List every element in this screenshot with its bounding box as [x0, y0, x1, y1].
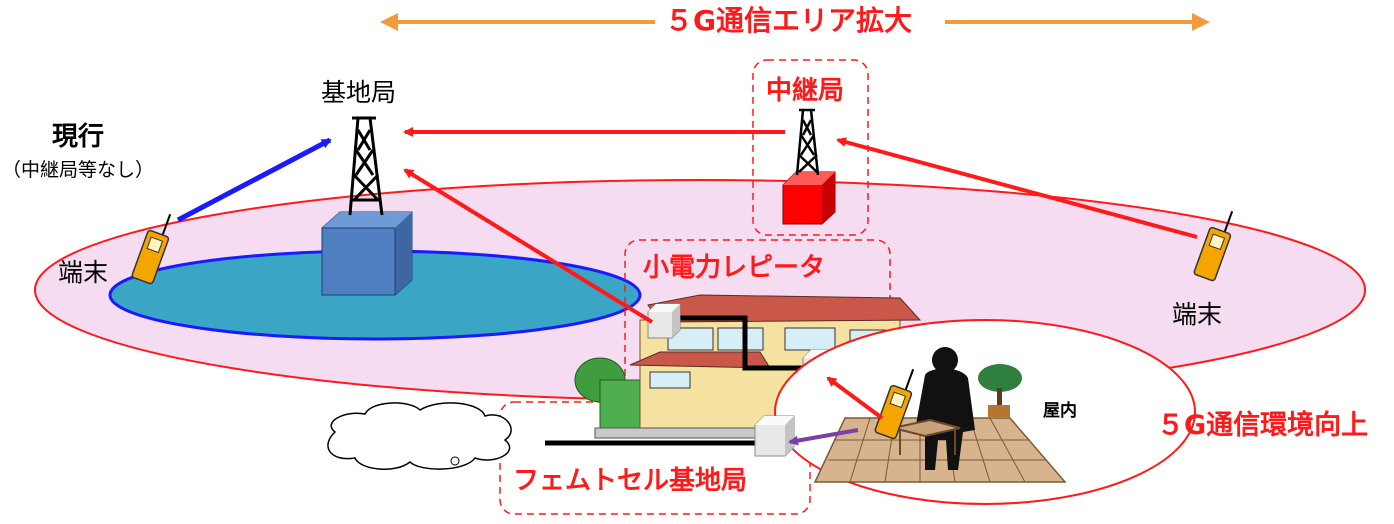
- improvement-label: ５G通信環境向上: [1157, 410, 1369, 441]
- femtocell-cube: [754, 415, 795, 457]
- femtocell-label: フェムトセル基地局: [513, 466, 748, 496]
- expansion-label: ５G通信エリア拡大: [665, 4, 912, 37]
- expansion-arrow: [380, 13, 1210, 31]
- repeater-outdoor-cube: [647, 303, 681, 339]
- relay-station-label: 中継局: [766, 76, 845, 106]
- base-station-tower-icon: [348, 116, 384, 216]
- repeater-cable: [675, 315, 815, 371]
- signal-arrow-indoor-to-femtocell: [788, 428, 859, 446]
- indoor-label: 屋内: [1043, 401, 1077, 421]
- base-station-label: 基地局: [321, 78, 397, 107]
- terminal-left-label: 端末: [58, 258, 109, 287]
- small-repeater-label: 小電力レピータ: [643, 253, 826, 283]
- terminal-indoor-icon: [874, 368, 915, 440]
- plant-icon: [978, 364, 1022, 417]
- signal-arrow-indoor-to-repeater: [826, 376, 884, 420]
- terminal-right-label: 端末: [1172, 300, 1223, 329]
- current-note: （中継局等なし）: [2, 159, 155, 181]
- person-silhouette: [915, 347, 975, 470]
- signal-arrow-repeater-to-base: [403, 168, 654, 324]
- terminal-right-icon: [1193, 210, 1234, 282]
- signal-arrow-blue: [176, 137, 332, 223]
- cloud-icon: [327, 402, 512, 470]
- base-station-box: [321, 211, 413, 296]
- signal-arrow-terminal-to-relay: [836, 137, 1198, 239]
- current-label: 現行: [52, 122, 105, 152]
- terminal-left-icon: [131, 213, 172, 285]
- table-icon: [892, 418, 961, 455]
- indoor-floor: [813, 417, 1067, 483]
- relay-station-box: [782, 171, 836, 225]
- relay-tower-icon: [795, 108, 820, 176]
